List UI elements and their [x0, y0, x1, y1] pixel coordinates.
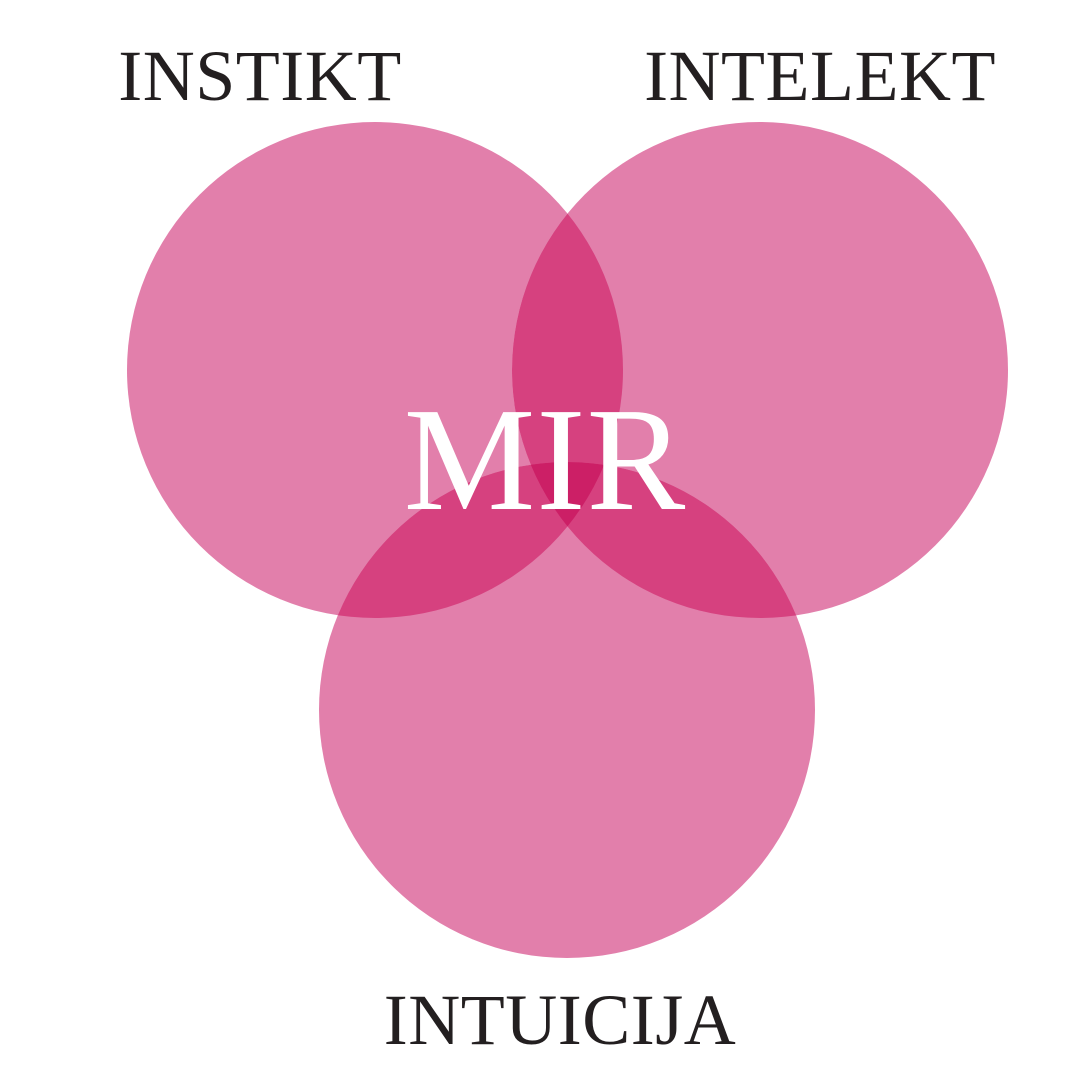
venn-label-intelekt: INTELEKT	[644, 36, 996, 116]
venn-label-center-mir: MIR	[403, 378, 687, 542]
venn-overlap-intelekt-intuicija	[512, 462, 815, 618]
venn-overlap-instikt-intuicija	[319, 462, 623, 618]
venn-label-intuicija: INTUICIJA	[383, 980, 737, 1060]
venn-label-instikt: INSTIKT	[118, 36, 402, 116]
